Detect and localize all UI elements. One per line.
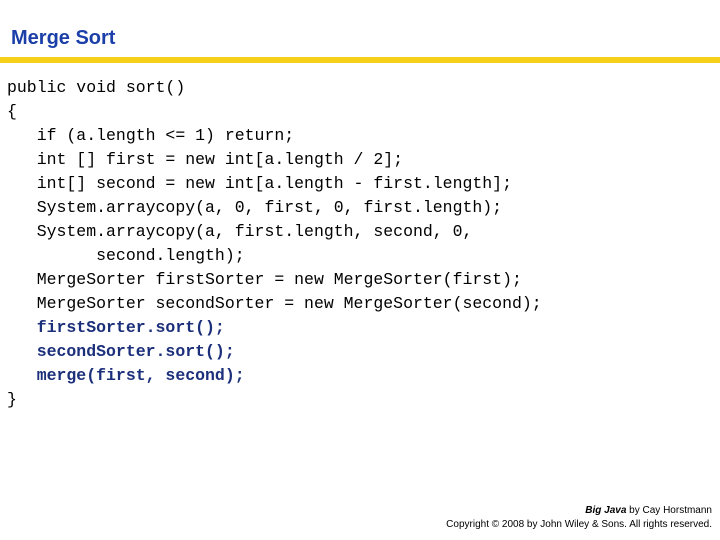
footer: Big Java by Cay Horstmann Copyright © 20… [446, 504, 712, 532]
code-line: secondSorter.sort(); [7, 342, 235, 361]
code-line: System.arraycopy(a, 0, first, 0, first.l… [7, 198, 503, 217]
page-title: Merge Sort [11, 27, 116, 49]
code-line: int [] first = new int[a.length / 2]; [7, 150, 404, 169]
code-line: public void sort() [7, 78, 186, 97]
code-line: second.length); [7, 246, 245, 265]
code-line: MergeSorter firstSorter = new MergeSorte… [7, 270, 522, 289]
footer-attribution: Big Java by Cay Horstmann [446, 504, 712, 518]
code-line: } [7, 390, 17, 409]
code-line: merge(first, second); [7, 366, 245, 385]
title-divider-rule [0, 57, 720, 63]
code-line: if (a.length <= 1) return; [7, 126, 295, 145]
footer-book-title: Big Java [585, 505, 627, 516]
footer-byline: by Cay Horstmann [626, 505, 712, 516]
code-line: System.arraycopy(a, first.length, second… [7, 222, 473, 241]
code-line: int[] second = new int[a.length - first.… [7, 174, 512, 193]
code-line: MergeSorter secondSorter = new MergeSort… [7, 294, 542, 313]
code-block: public void sort() { if (a.length <= 1) r… [7, 76, 713, 412]
code-line: { [7, 102, 17, 121]
footer-copyright: Copyright © 2008 by John Wiley & Sons. A… [446, 519, 712, 530]
code-line: firstSorter.sort(); [7, 318, 225, 337]
